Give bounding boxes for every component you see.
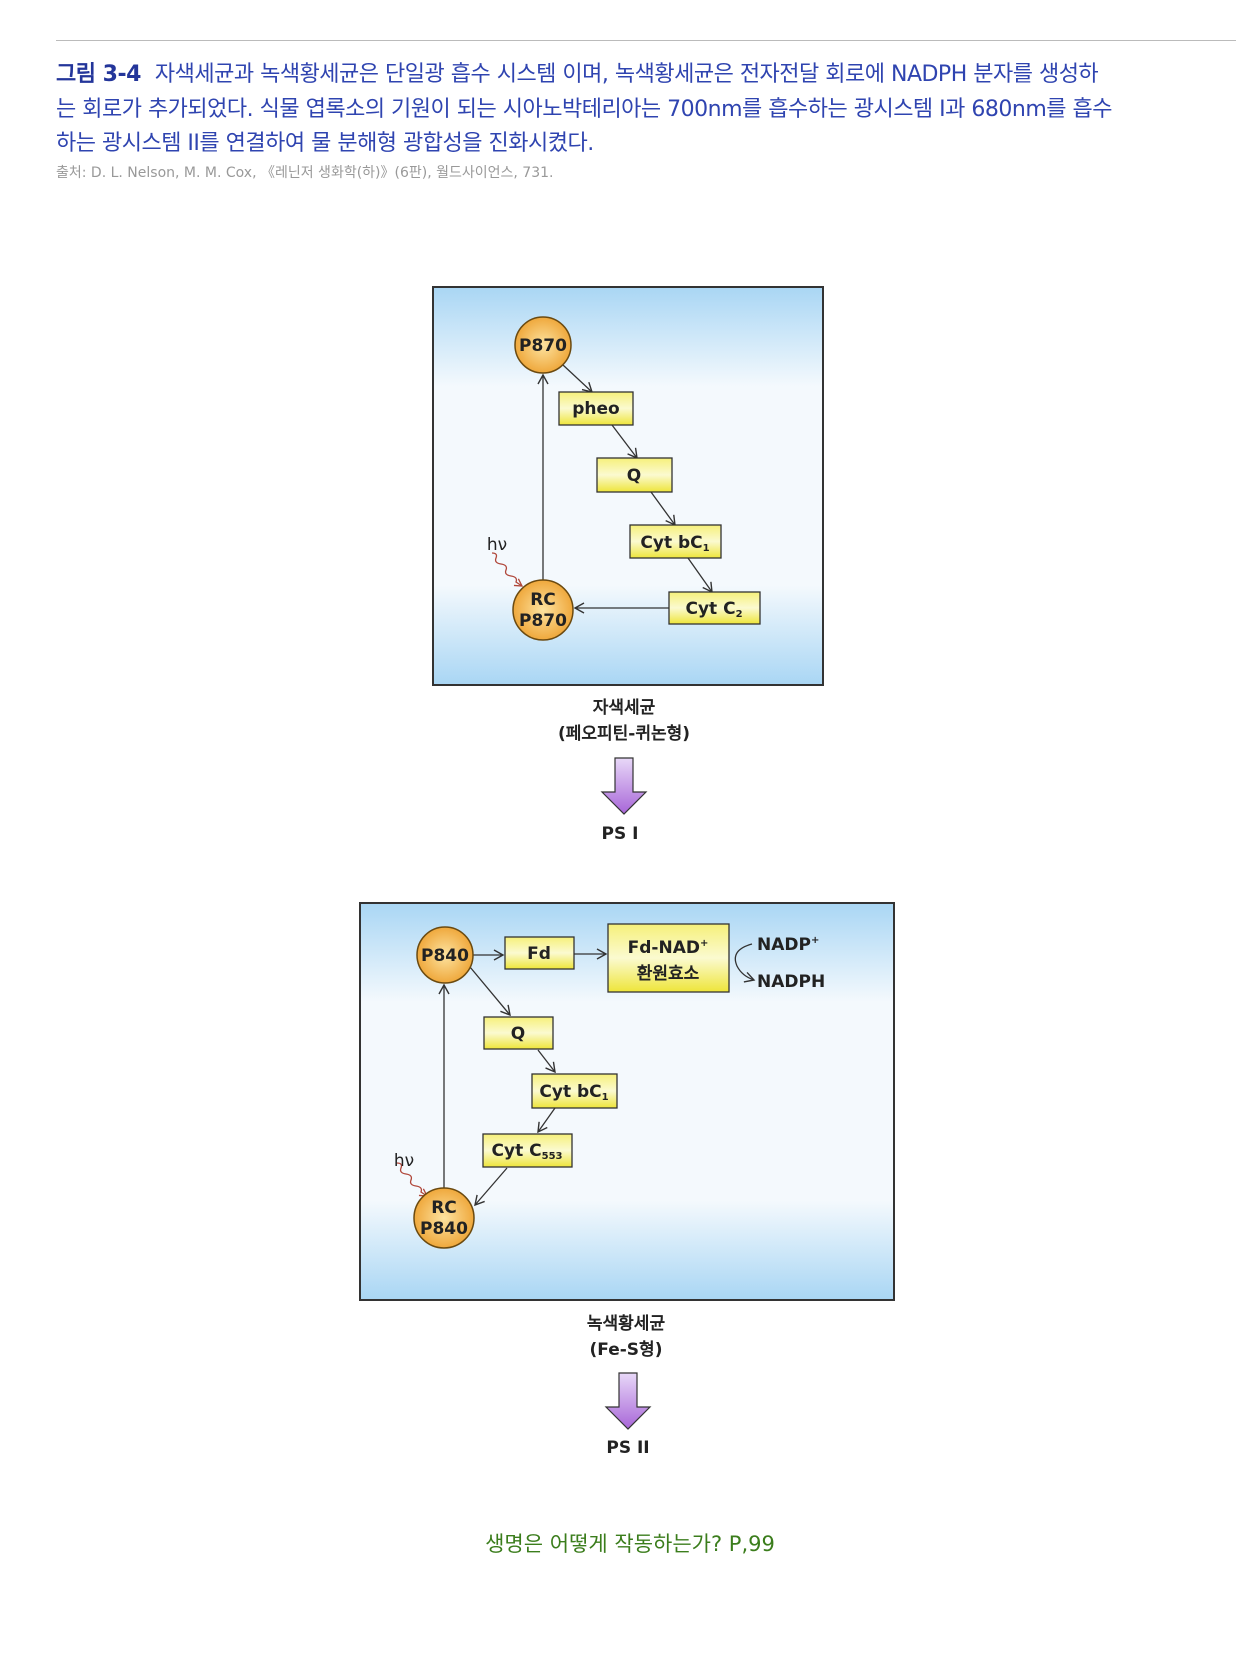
source-citation: 출처: D. L. Nelson, M. M. Cox, 《레닌저 생화학(하)… <box>56 165 554 181</box>
cyt-bc1-box <box>531 1073 618 1109</box>
pheo-label: pheo <box>572 399 619 419</box>
top-rule <box>56 40 1236 41</box>
q-box <box>596 457 673 493</box>
arrow <box>537 1107 556 1134</box>
caption-line-3: 하는 광시스템 II를 연결하여 물 분해형 광합성을 진화시켰다. <box>56 131 594 156</box>
figure-label: 그림 3-4 <box>56 62 141 87</box>
down-arrow-icon <box>604 1372 652 1430</box>
arrow <box>474 1167 508 1207</box>
p870-node <box>514 316 572 374</box>
cyt-bc1-box <box>629 524 722 559</box>
diagram2-subtitle: (Fe-S형) <box>590 1339 663 1360</box>
fd-nad-label: Fd-NAD+ <box>628 938 709 958</box>
rc-p840-label: P840 <box>420 1219 468 1239</box>
arrow <box>687 557 713 594</box>
caption-line-2: 는 회로가 추가되었다. 식물 엽록소의 기원이 되는 시아노박테리아는 700… <box>56 97 1112 122</box>
nadph-label: NADPH <box>757 972 825 992</box>
arrow <box>469 966 511 1017</box>
ps1-label: PS I <box>602 824 639 844</box>
p870-label: P870 <box>519 336 567 356</box>
light-wave-icon <box>491 552 524 587</box>
arrow <box>537 1049 556 1074</box>
cyt-c553-box <box>482 1133 573 1168</box>
hv-label: hν <box>487 535 507 555</box>
arrow <box>611 424 638 460</box>
nadp-conversion-arrow <box>734 943 756 983</box>
green-sulfur-bacteria-diagram: P840 Fd Fd-NAD+ 환원효소 NADP+ NADPH Q Cyt b… <box>359 902 895 1458</box>
cyt-c553-label: Cyt C553 <box>492 1141 563 1162</box>
reductase-label: 환원효소 <box>637 964 700 984</box>
fd-nad-reductase-box <box>607 923 730 993</box>
rc-label: RC <box>431 1198 457 1218</box>
fd-box <box>504 936 575 970</box>
p840-node <box>416 926 474 984</box>
cyt-bc1-label: Cyt bC1 <box>539 1082 608 1103</box>
diagram2-title: 녹색황세균 <box>587 1314 666 1334</box>
hv-label: hν <box>394 1151 414 1171</box>
rc-p870-label: P870 <box>519 611 567 631</box>
q-box <box>483 1016 554 1050</box>
diagram1-subtitle: (페오피틴-퀴논형) <box>558 723 690 744</box>
diagram1-title: 자색세균 <box>593 698 656 718</box>
q-label: Q <box>627 466 641 486</box>
pheo-box <box>558 391 634 426</box>
arrow <box>562 364 594 393</box>
cyt-c2-label: Cyt C2 <box>685 599 742 620</box>
rc-p840-node <box>413 1187 475 1249</box>
arrow <box>650 491 676 527</box>
fd-label: Fd <box>527 944 551 964</box>
footer-citation: 생명은 어떻게 작동하는가? P,99 <box>485 1532 775 1556</box>
nadp-label: NADP+ <box>757 935 819 955</box>
cyt-bc1-label: Cyt bC1 <box>640 533 709 554</box>
rc-label: RC <box>530 590 556 610</box>
light-wave-icon <box>396 1162 429 1197</box>
q-label: Q <box>511 1024 525 1044</box>
rc-p870-node <box>512 579 574 641</box>
cyt-c2-box <box>668 591 761 625</box>
down-arrow-icon <box>600 757 648 815</box>
ps2-label: PS II <box>606 1438 649 1458</box>
purple-bacteria-diagram: P870 pheo Q Cyt bC1 Cyt C2 RC P870 hν 자색… <box>432 286 824 844</box>
p840-label: P840 <box>421 946 469 966</box>
